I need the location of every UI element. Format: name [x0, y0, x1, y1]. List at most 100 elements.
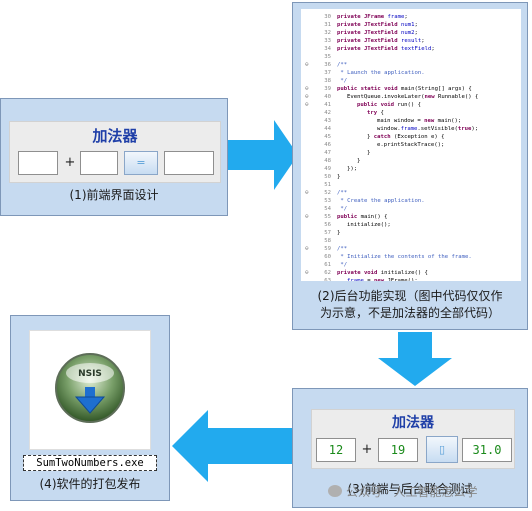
code-token: new — [424, 118, 438, 124]
line-number: 49 — [324, 166, 331, 172]
line-number: 51 — [324, 182, 331, 188]
watermark-text: 公众号 · 人工智能怎么学 — [346, 484, 478, 499]
code-text: initialize(); — [347, 221, 391, 229]
code-text: /** — [337, 245, 347, 253]
line-number: 34 — [324, 46, 331, 52]
code-text: e.printStackTrace(); — [377, 141, 444, 149]
step2-caption-line1: (2)后台功能实现（图中代码仅仅作 — [317, 289, 503, 303]
code-token: true — [457, 126, 472, 132]
code-line: ⊖ 62 private void initialize() { — [301, 269, 521, 277]
code-text: private JTextField num1; — [337, 21, 418, 29]
fold-marker-icon[interactable]: ⊖ — [305, 93, 309, 100]
code-token: result — [401, 38, 422, 44]
code-token: textField — [401, 46, 432, 52]
code-line: ⊖ 59 /** — [301, 245, 521, 253]
fold-marker-icon[interactable]: ⊖ — [305, 61, 309, 68]
fold-marker-icon[interactable]: ⊖ — [305, 85, 309, 92]
step3-equals-button[interactable]: ▯ — [426, 436, 458, 463]
code-token: = — [363, 278, 374, 281]
code-token: frame — [347, 278, 364, 281]
step1-num1-field[interactable] — [18, 151, 58, 175]
fold-marker-icon[interactable]: ⊖ — [305, 269, 309, 276]
code-line: 58 — [301, 237, 521, 245]
code-text: */ — [337, 77, 347, 85]
code-token: .setVisible( — [417, 126, 458, 132]
code-token: private JFrame — [337, 14, 388, 20]
installer-filename[interactable]: SumTwoNumbers.exe — [23, 455, 157, 471]
code-token: ; — [421, 38, 425, 44]
code-token: public static void — [337, 86, 401, 92]
step3-num2-field[interactable]: 19 — [378, 438, 418, 462]
step3-num1-field[interactable]: 12 — [316, 438, 356, 462]
code-text: private JTextField num2; — [337, 29, 418, 37]
fold-marker-icon[interactable]: ⊖ — [305, 101, 309, 108]
code-line: 49}); — [301, 165, 521, 173]
code-token: public — [337, 214, 361, 220]
code-token: /** — [337, 246, 348, 252]
line-number: 61 — [324, 262, 331, 268]
line-number: 56 — [324, 222, 331, 228]
code-token: */ — [337, 262, 348, 268]
code-text: private JTextField result; — [337, 37, 425, 45]
line-number: 45 — [324, 134, 331, 140]
code-token: private void — [337, 270, 381, 276]
code-line: 31 private JTextField num1; — [301, 21, 521, 29]
line-number: 40 — [324, 94, 331, 100]
code-token: initialize(); — [347, 222, 391, 228]
code-token: /** — [337, 190, 348, 196]
step1-equals-button[interactable]: = — [124, 151, 158, 175]
code-text: public main() { — [337, 213, 388, 221]
code-line: 46 e.printStackTrace(); — [301, 141, 521, 149]
code-text: } — [337, 173, 340, 181]
step1-result-field[interactable] — [164, 151, 214, 175]
step1-adder-title: 加法器 — [92, 127, 138, 145]
line-number: 62 — [324, 270, 331, 276]
code-line: 60 * Initialize the contents of the fram… — [301, 253, 521, 261]
code-token: try — [367, 110, 381, 116]
watermark: 公众号 · 人工智能怎么学 — [328, 482, 477, 500]
code-token: e.printStackTrace(); — [377, 142, 445, 148]
code-line: 56 initialize(); — [301, 221, 521, 229]
code-line: 38 */ — [301, 77, 521, 85]
line-number: 31 — [324, 22, 331, 28]
step3-plus-sign: + — [361, 442, 373, 457]
code-text: public void run() { — [357, 101, 421, 109]
code-token: main(String[] args) { — [401, 86, 472, 92]
line-number: 44 — [324, 126, 331, 132]
code-token: * Initialize the contents of the frame. — [337, 254, 472, 260]
line-number: 58 — [324, 238, 331, 244]
code-token: catch — [373, 134, 394, 140]
code-text: /** — [337, 61, 347, 69]
code-text: * Initialize the contents of the frame. — [337, 253, 472, 261]
line-number: 30 — [324, 14, 331, 20]
code-text: */ — [337, 205, 347, 213]
code-token: new — [424, 94, 438, 100]
code-line: 47} — [301, 149, 521, 157]
nsis-logo-text: NSIS — [78, 369, 102, 379]
code-token: initialize() { — [380, 270, 428, 276]
line-number: 38 — [324, 78, 331, 84]
code-text: private JTextField textField; — [337, 45, 435, 53]
line-number: 46 — [324, 142, 331, 148]
step3-result-field[interactable]: 31.0 — [462, 438, 512, 462]
code-text: } catch (Exception e) { — [367, 133, 445, 141]
code-token: ; — [414, 22, 418, 28]
code-token: (Exception e) { — [393, 134, 445, 140]
code-token: ; — [404, 14, 408, 20]
fold-marker-icon[interactable]: ⊖ — [305, 245, 309, 252]
code-token: main(); — [437, 118, 462, 124]
fold-marker-icon[interactable]: ⊖ — [305, 213, 309, 220]
line-number: 59 — [324, 246, 331, 252]
fold-marker-icon[interactable]: ⊖ — [305, 189, 309, 196]
code-token: private JTextField — [337, 30, 401, 36]
wechat-icon — [328, 485, 342, 497]
step1-num2-field[interactable] — [80, 151, 118, 175]
code-line: 32 private JTextField num2; — [301, 29, 521, 37]
code-token: main window = — [377, 118, 425, 124]
code-editor: 30 private JFrame frame; 31 private JTextFi… — [301, 9, 521, 281]
code-line: 35 — [301, 53, 521, 61]
line-number: 47 — [324, 150, 331, 156]
line-number: 32 — [324, 30, 331, 36]
